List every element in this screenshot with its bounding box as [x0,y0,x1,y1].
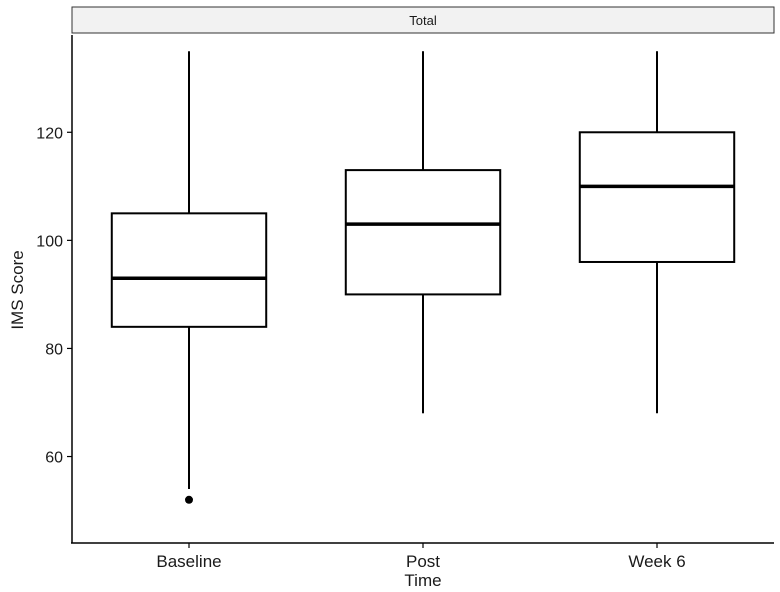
x-tick-label: Post [406,552,440,571]
iqr-box [110,212,268,328]
outlier-point [185,495,193,504]
box-week-6 [578,51,736,414]
boxes [110,51,736,504]
y-tick-label: 100 [36,233,63,250]
y-ticks: 60 80 100 120 [36,125,72,467]
box-post [344,51,502,414]
x-ticks: Baseline Post Week 6 [156,543,686,571]
facet-strip-label: Total [409,13,437,28]
iqr-box [344,169,502,296]
y-tick-label: 60 [45,450,63,467]
facet-strip-background [71,6,775,34]
facet-strip: Total [71,6,775,34]
x-tick-label: Baseline [156,552,221,571]
y-tick-label: 120 [36,125,63,142]
y-axis-label: IMS Score [8,250,27,329]
y-tick-label: 80 [45,341,63,358]
iqr-box [578,131,736,263]
x-tick-label: Week 6 [628,552,685,571]
x-axis-label: Time [404,571,441,590]
box-baseline [110,51,268,504]
